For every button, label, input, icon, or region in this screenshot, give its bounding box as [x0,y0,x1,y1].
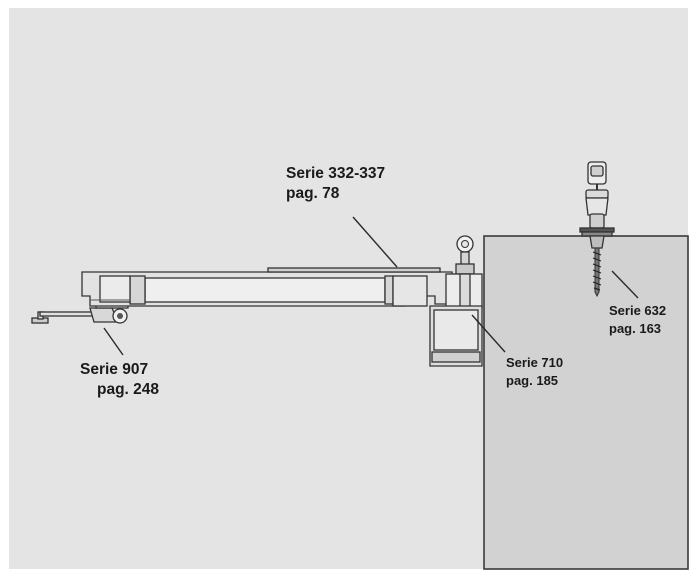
leader-line-632 [611,270,639,299]
serie-710-bracket [429,235,483,367]
leader-line-907 [103,327,124,356]
serie-332-arm [81,267,453,307]
serie-907-name: Serie 907 [80,361,148,378]
serie-632-screw-assembly [579,161,615,298]
leader-line-710 [471,314,506,353]
serie-710-page: pag. 185 [506,373,558,388]
serie-332-page: pag. 78 [286,185,340,202]
serie-632-name: Serie 632 [609,303,666,318]
wall-block [483,235,689,570]
serie-907-page: pag. 248 [97,381,159,398]
serie-632-page: pag. 163 [609,321,661,336]
leader-line-332 [352,216,398,268]
serie-710-name: Serie 710 [506,355,563,370]
serie-332-name: Serie 332-337 [286,165,385,182]
